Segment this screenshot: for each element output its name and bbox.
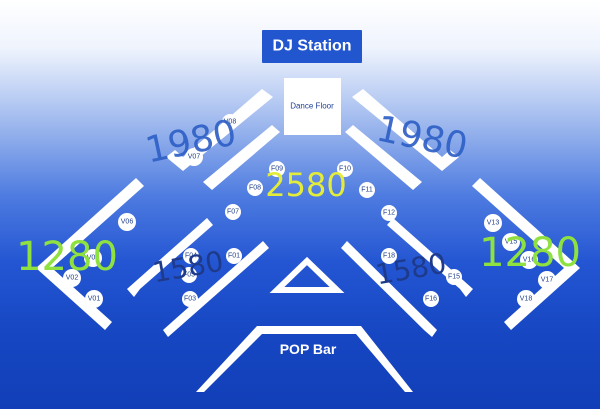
table-f01[interactable]: F01: [226, 248, 242, 264]
price-labels: 1980 1980 2580 1280 1280 1580 1580: [16, 108, 581, 291]
pop-bar[interactable]: POP Bar: [196, 326, 413, 392]
table-v02[interactable]: V02: [63, 269, 81, 287]
table-label: F05: [183, 272, 195, 279]
table-v08[interactable]: V08: [222, 114, 238, 130]
table-label: F18: [383, 253, 395, 260]
table-f18[interactable]: F18: [381, 248, 397, 264]
dance-floor-label: Dance Floor: [290, 102, 334, 111]
dance-floor-box: [284, 78, 341, 135]
table-label: V18: [520, 296, 533, 303]
table-label: F09: [271, 166, 283, 173]
table-label: V06: [121, 219, 134, 226]
table-label: F12: [383, 210, 395, 217]
table-label: V02: [66, 275, 79, 282]
wall-right-chevron: [472, 178, 580, 330]
table-f09[interactable]: F09: [269, 161, 285, 177]
wall-center-right: [345, 125, 422, 190]
table-label: F08: [249, 185, 261, 192]
table-f03[interactable]: F03: [182, 291, 198, 307]
wall-lower-left-a: [127, 218, 213, 297]
wall-upper-right: [352, 89, 459, 171]
dj-station[interactable]: DJ Station: [262, 30, 362, 63]
table-label: F16: [425, 296, 437, 303]
table-label: F04: [185, 253, 197, 260]
price-center: 2580: [265, 166, 346, 204]
table-v17[interactable]: V17: [538, 271, 556, 289]
price-mid-right: 1280: [479, 230, 581, 276]
table-v03[interactable]: V03: [84, 249, 102, 267]
table-v01[interactable]: V01: [85, 290, 103, 308]
price-lower-left: 1580: [150, 245, 226, 290]
table-v13[interactable]: V13: [484, 214, 502, 232]
table-f08[interactable]: F08: [247, 180, 263, 196]
table-f16[interactable]: F16: [423, 291, 439, 307]
price-top-left: 1980: [142, 112, 240, 171]
wall-left-chevron: [36, 178, 144, 330]
wall-lower-left-b: [163, 241, 269, 337]
dance-floor[interactable]: Dance Floor: [284, 78, 341, 135]
table-label: V13: [487, 220, 500, 227]
center-triangle: [269, 256, 345, 293]
table-v06[interactable]: V06: [118, 213, 136, 231]
table-label: F07: [227, 209, 239, 216]
tables: V07 V08 V06 V03 V02 V01 F09 F08 F07 F10 …: [63, 114, 556, 308]
table-label: V15: [505, 239, 518, 246]
table-label: V07: [188, 154, 201, 161]
table-f11[interactable]: F11: [359, 182, 375, 198]
dj-station-box: [262, 30, 362, 63]
price-mid-left: 1280: [16, 234, 118, 280]
table-label: F10: [339, 166, 351, 173]
table-label: V16: [523, 257, 536, 264]
table-f07[interactable]: F07: [225, 204, 241, 220]
table-f04[interactable]: F04: [183, 248, 199, 264]
table-f12[interactable]: F12: [381, 205, 397, 221]
table-v15[interactable]: V15: [502, 233, 520, 251]
table-label: F11: [361, 187, 373, 194]
wall-lower-right-b: [341, 241, 437, 337]
wall-center-left: [203, 125, 280, 190]
pop-bar-label: POP Bar: [280, 341, 337, 357]
table-label: V08: [224, 119, 237, 126]
table-label: F01: [228, 253, 240, 260]
table-f05[interactable]: F05: [181, 267, 197, 283]
table-f15[interactable]: F15: [446, 269, 462, 285]
table-label: F15: [448, 274, 460, 281]
table-label: F03: [184, 296, 196, 303]
table-v18[interactable]: V18: [517, 290, 535, 308]
table-label: V03: [87, 255, 100, 262]
pop-bar-outline: [196, 326, 413, 392]
table-v16[interactable]: V16: [520, 251, 538, 269]
table-label: V01: [88, 296, 101, 303]
table-label: V17: [541, 277, 554, 284]
table-v07[interactable]: V07: [185, 148, 203, 166]
table-f10[interactable]: F10: [337, 161, 353, 177]
dj-station-label: DJ Station: [272, 38, 351, 55]
